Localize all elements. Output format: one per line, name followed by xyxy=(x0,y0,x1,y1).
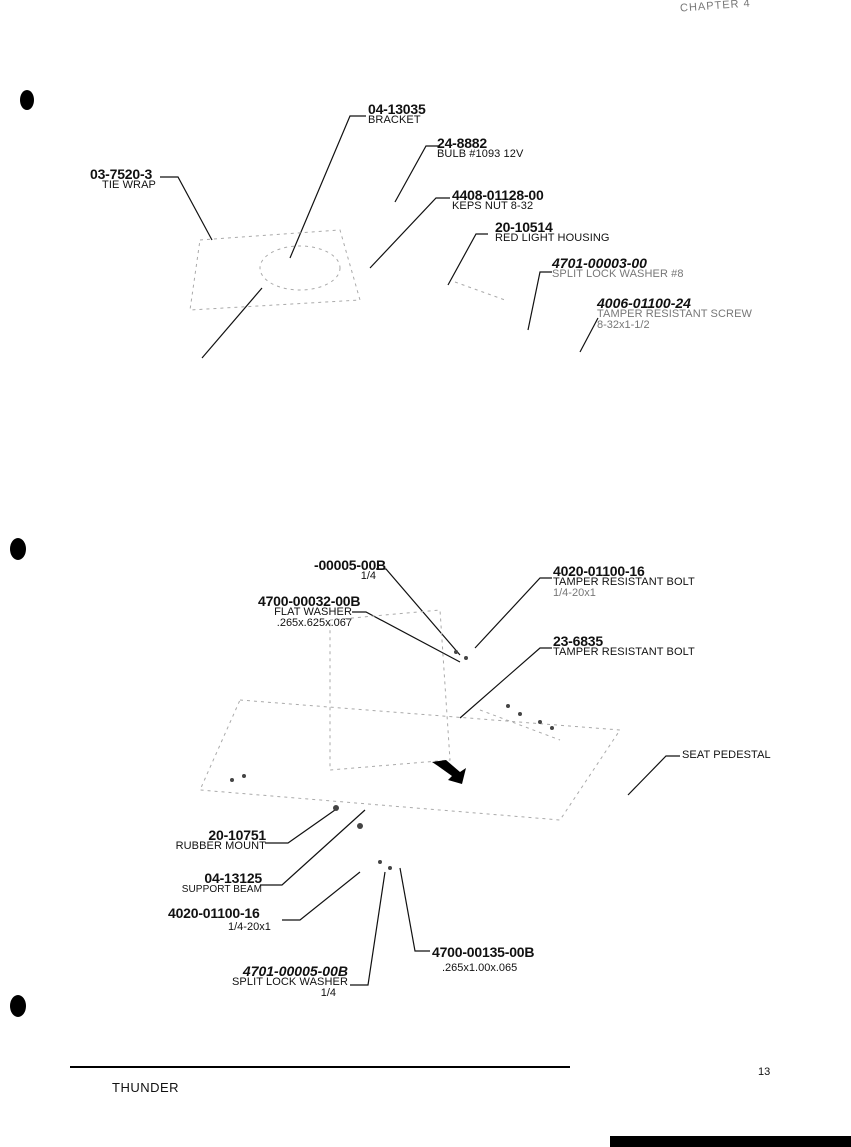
part-number: 03-7520-3 xyxy=(90,166,153,182)
callout-bolt-bottom: 4020-01100-16 1/4-20x1 xyxy=(168,906,271,934)
part-description: TAMPER RESISTANT BOLT xyxy=(553,576,695,588)
callout-tamper-resistant-screw: 4006-01100-24 TAMPER RESISTANT SCREW 8-3… xyxy=(597,295,752,331)
part-number: 4006-01100-24 xyxy=(597,295,691,311)
callout-tie-wrap: 03-7520-3 TIE WRAP xyxy=(90,166,156,191)
binder-hole-top xyxy=(20,90,34,110)
callout-bulb: 24-8882 BULB #1093 12V xyxy=(437,135,524,160)
part-description: TAMPER RESISTANT BOLT xyxy=(553,646,695,658)
part-number: 04-13035 xyxy=(368,101,426,117)
part-number: 24-8882 xyxy=(437,135,487,151)
part-number: 04-13125 xyxy=(204,870,262,886)
part-description: FLAT WASHER xyxy=(274,606,352,618)
scan-edge-bar xyxy=(610,1136,851,1147)
part-size: 1/4 xyxy=(320,987,336,999)
part-description: SUPPORT BEAM xyxy=(181,884,262,895)
part-description: SEAT PEDESTAL xyxy=(682,749,771,761)
callout-support-beam: 04-13125 SUPPORT BEAM xyxy=(172,870,262,895)
footer-title: THUNDER xyxy=(112,1080,180,1095)
callout-red-light-housing: 20-10514 RED LIGHT HOUSING xyxy=(495,219,610,244)
callout-rubber-mount: 20-10751 RUBBER MOUNT xyxy=(168,827,267,852)
part-description: SPLIT LOCK WASHER xyxy=(231,976,348,988)
part-description: RUBBER MOUNT xyxy=(175,840,266,852)
part-number: -00005-00B xyxy=(314,557,386,573)
part-number: 20-10751 xyxy=(208,827,266,843)
part-description: SPLIT LOCK WASHER #8 xyxy=(552,268,684,280)
page-number: 13 xyxy=(758,1066,771,1078)
part-number: 23-6835 xyxy=(553,633,603,649)
callout-flat-washer-bottom: 4700-00135-00B .265x1.00x.065 xyxy=(432,944,534,976)
callout-split-lock-washer-bottom: 4701-00005-00B SPLIT LOCK WASHER 1/4 xyxy=(218,963,348,999)
part-number: 4700-00032-00B xyxy=(258,593,361,609)
callout-keps-nut: 4408-01128-00 KEPS NUT 8-32 xyxy=(452,187,544,212)
part-description: TAMPER RESISTANT SCREW xyxy=(597,308,752,320)
part-number: 4020-01100-16 xyxy=(553,563,645,579)
callout-flat-washer: 4700-00032-00B FLAT WASHER .265x.625x.06… xyxy=(258,593,361,629)
part-size: 1/4-20x1 xyxy=(553,587,596,599)
part-size: 1/4-20x1 xyxy=(228,921,271,933)
part-size: .265x.625x.067 xyxy=(276,617,352,629)
part-description: TIE WRAP xyxy=(102,179,156,191)
callout-split-lock-washer-8: 4701-00003-00 SPLIT LOCK WASHER #8 xyxy=(552,255,684,280)
direction-arrow xyxy=(432,760,466,784)
part-description: RED LIGHT HOUSING xyxy=(495,232,610,244)
part-description: BRACKET xyxy=(368,114,421,126)
part-number: 4700-00135-00B xyxy=(432,944,535,960)
callout-tamper-bolt-middle: 23-6835 TAMPER RESISTANT BOLT xyxy=(553,633,695,658)
callout-tamper-bolt-top: 4020-01100-16 TAMPER RESISTANT BOLT 1/4-… xyxy=(553,563,695,599)
part-number: 4020-01100-16 xyxy=(168,905,260,921)
part-number: 20-10514 xyxy=(495,219,553,235)
part-number: 4408-01128-00 xyxy=(452,187,544,203)
callout-bracket: 04-13035 BRACKET xyxy=(368,101,426,126)
part-size: 8-32x1-1/2 xyxy=(597,319,650,331)
part-number: 4701-00005-00B xyxy=(242,963,348,979)
footer-rule xyxy=(70,1066,570,1068)
binder-hole-bottom xyxy=(10,995,26,1017)
binder-hole-middle xyxy=(10,538,26,560)
part-number: 4701-00003-00 xyxy=(552,255,647,271)
part-size: .265x1.00x.065 xyxy=(442,962,518,974)
part-description: BULB #1093 12V xyxy=(437,148,524,160)
part-description: KEPS NUT 8-32 xyxy=(452,200,534,212)
callout-seat-pedestal: SEAT PEDESTAL xyxy=(682,750,771,761)
part-size: 1/4 xyxy=(360,570,376,582)
callout-split-lock-washer-top: -00005-00B 1/4 xyxy=(314,557,386,582)
